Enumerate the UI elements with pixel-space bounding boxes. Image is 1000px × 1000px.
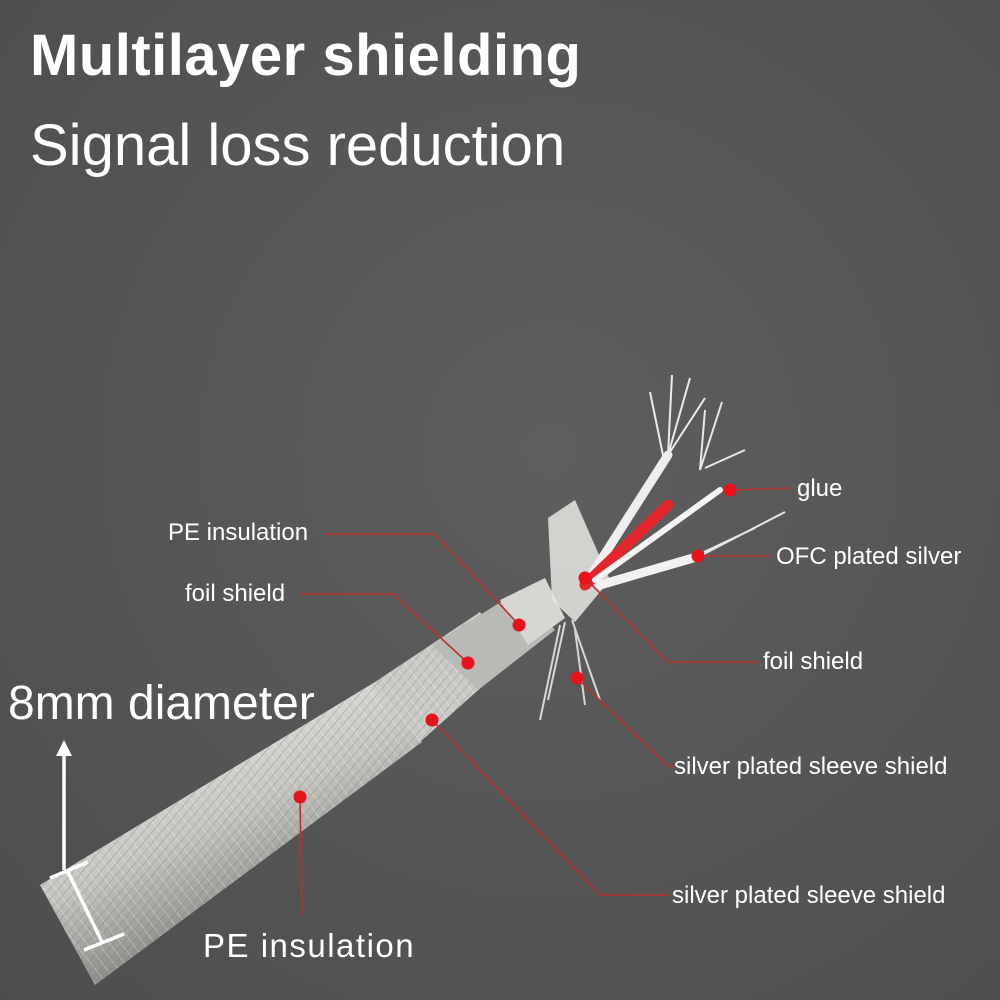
headline: Multilayer shielding bbox=[30, 23, 582, 88]
marker-ofc bbox=[691, 549, 705, 563]
arrow-up-icon bbox=[56, 740, 72, 756]
marker-sleeve-shield-lower bbox=[425, 713, 439, 727]
label-sleeve-shield-upper: silver plated sleeve shield bbox=[674, 753, 948, 780]
leader-lines bbox=[299, 487, 793, 916]
label-pe-insulation-outer: PE insulation bbox=[203, 927, 416, 964]
label-glue: glue bbox=[797, 475, 843, 502]
diameter-label: 8mm diameter bbox=[8, 677, 315, 730]
diameter-indicator bbox=[49, 740, 125, 952]
marker-foil-shield-left bbox=[461, 656, 475, 670]
marker-pe-insulation-inner bbox=[512, 618, 526, 632]
marker-sleeve-shield-upper bbox=[570, 671, 584, 685]
marker-pe-insulation-outer bbox=[293, 790, 307, 804]
label-foil-shield-right: foil shield bbox=[763, 648, 864, 675]
subheadline: Signal loss reduction bbox=[30, 113, 566, 178]
marker-glue bbox=[723, 483, 737, 497]
callout-markers bbox=[293, 483, 737, 804]
label-ofc-plated-silver: OFC plated silver bbox=[776, 543, 962, 570]
label-sleeve-shield-lower: silver plated sleeve shield bbox=[672, 882, 946, 909]
label-pe-insulation-inner: PE insulation bbox=[168, 519, 309, 546]
marker-foil-shield-right bbox=[578, 571, 592, 585]
label-foil-shield-left: foil shield bbox=[185, 580, 286, 607]
inner-conductors bbox=[539, 374, 786, 721]
foil-section bbox=[432, 500, 610, 690]
outer-jacket bbox=[40, 682, 422, 985]
